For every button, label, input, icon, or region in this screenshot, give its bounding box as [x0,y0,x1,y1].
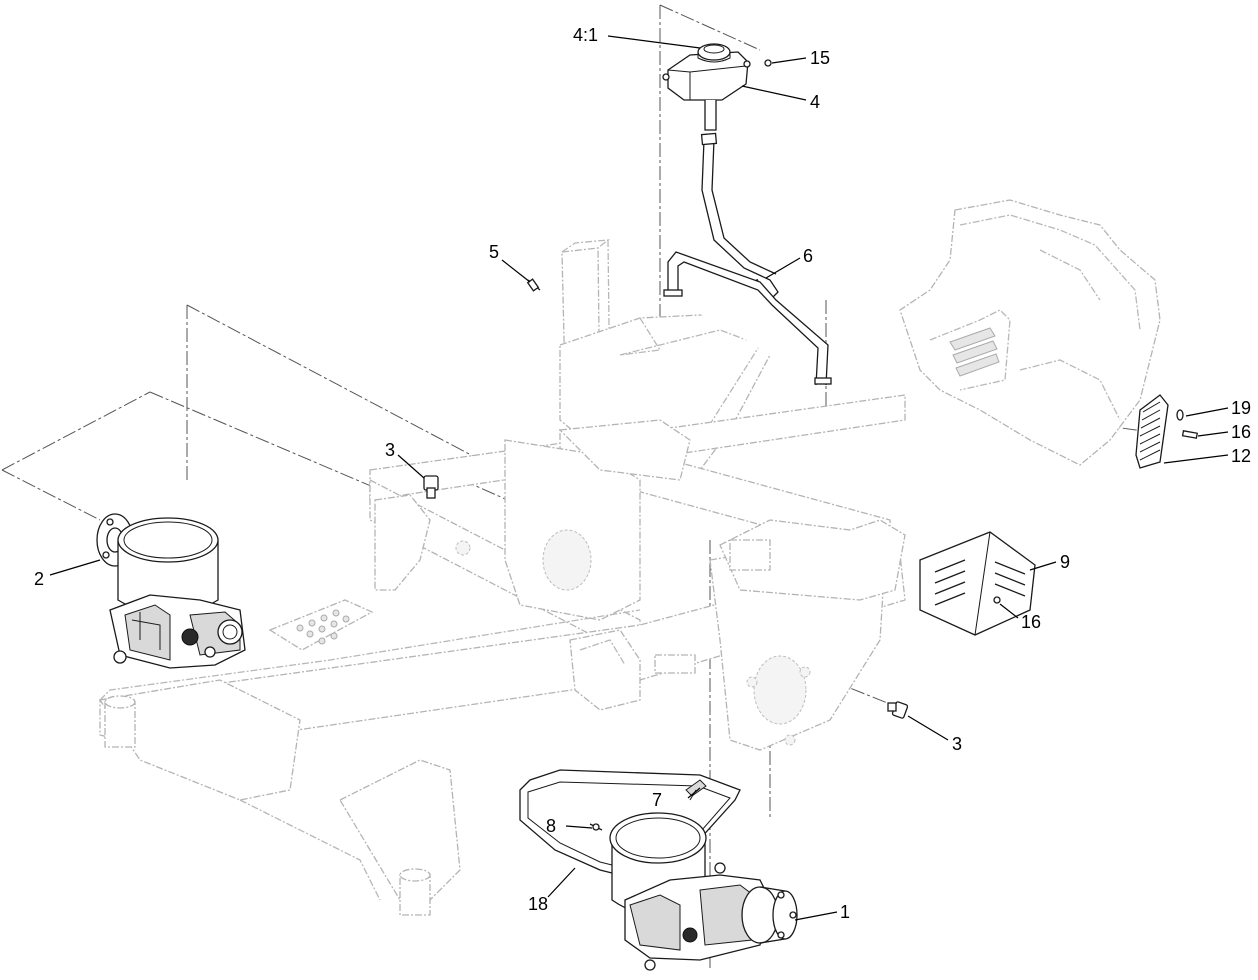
hydro-pump-left [96,513,246,669]
engine-shroud-ghost [899,199,1161,466]
callout-3-bottom: 3 [952,734,962,754]
callout-16-mid: 16 [1021,612,1041,632]
bolt-5 [526,278,541,292]
callout-4: 4 [810,92,820,112]
callout-16-top: 16 [1231,422,1251,442]
hydro-pump-right [519,769,798,971]
frame-pump-mount [569,629,641,711]
frame-floor-plate [268,599,374,651]
shroud-vents [949,327,1000,377]
tank-cap [697,43,731,61]
frame-left-caster-arm [98,679,301,801]
callout-19: 19 [1231,398,1251,418]
tank-hose [701,139,779,301]
callout-labels: 4:1 15 4 5 6 3 2 19 16 12 9 16 3 7 8 18 … [34,25,1251,922]
bolt-3-bottom [887,701,909,719]
frame-center-plate-right [558,419,691,481]
callout-15: 15 [810,48,830,68]
callout-7: 7 [652,790,662,810]
callout-9: 9 [1060,552,1070,572]
callout-12: 12 [1231,446,1251,466]
caster-tube-right [399,868,431,916]
clip-8 [589,823,603,831]
frame-right-caster-arm [339,759,461,901]
callout-2: 2 [34,569,44,589]
expansion-tank [662,43,832,386]
floor-plate-holes [296,609,350,645]
screen-mesh [1139,401,1161,461]
callout-3-top: 3 [385,440,395,460]
heat-shield-slots [934,559,1026,606]
screw-15 [764,59,772,67]
callout-4-1: 4:1 [573,25,598,45]
heat-shield-9 [919,531,1036,636]
caster-tube-left [104,695,136,748]
screw-16-top [1181,430,1198,439]
screen-12 [1135,394,1169,469]
ghosted-frame [98,239,906,916]
frame-left-bracket [374,494,431,591]
callout-5: 5 [489,242,499,262]
callout-1: 1 [840,902,850,922]
leader-lines [49,35,1229,921]
callout-6: 6 [803,246,813,266]
callout-8: 8 [546,816,556,836]
callout-18: 18 [528,894,548,914]
washer-19 [1176,409,1184,421]
bolt-3-top [423,475,439,499]
